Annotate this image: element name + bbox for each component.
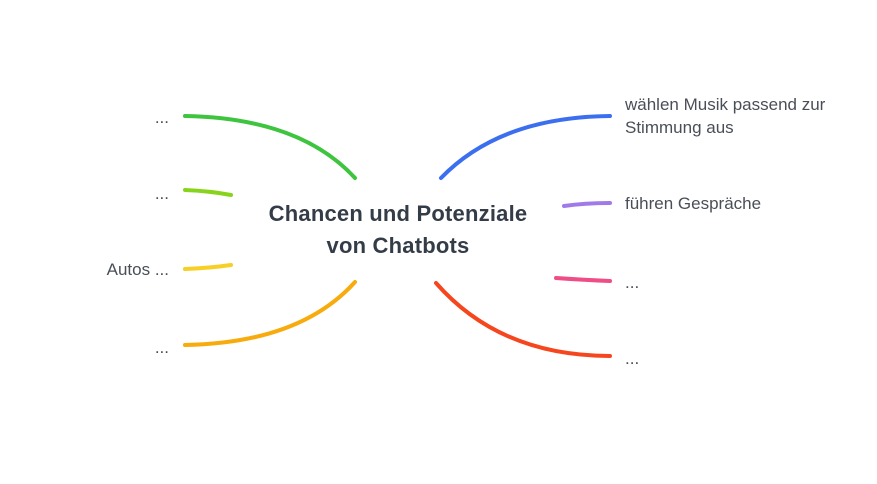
branch-connector-left-4: [183, 280, 357, 347]
branch-node-right-3[interactable]: ...: [625, 273, 640, 292]
branch-node-music-line-2: Stimmung aus: [625, 118, 734, 137]
branch-connector-right-4: [434, 281, 612, 358]
branch-connector-right-3: [554, 276, 612, 283]
branch-connector-right-2: [562, 201, 612, 208]
branch-node-left-2[interactable]: ...: [154, 184, 169, 203]
branch-connector-left-2: [183, 188, 233, 197]
branch-connector-left-1: [183, 114, 357, 180]
branch-connector-right-1: [439, 114, 612, 180]
branch-node-autos[interactable]: Autos ...: [106, 260, 169, 279]
central-topic-line-2: von Chatbots: [326, 233, 470, 258]
central-topic[interactable]: Chancen und Potenziale von Chatbots: [240, 198, 556, 262]
branch-node-music-line-1: wählen Musik passend zur: [625, 95, 826, 114]
central-topic-line-1: Chancen und Potenziale: [268, 201, 528, 226]
branch-node-right-4[interactable]: ...: [625, 349, 640, 368]
branch-node-music[interactable]: wählen Musik passend zur Stimmung aus: [625, 93, 825, 139]
branch-node-left-4[interactable]: ...: [154, 338, 169, 357]
branch-node-conversations[interactable]: führen Gespräche: [625, 194, 762, 213]
branch-node-left-1[interactable]: ...: [154, 108, 169, 127]
branch-connector-left-3: [183, 263, 233, 271]
